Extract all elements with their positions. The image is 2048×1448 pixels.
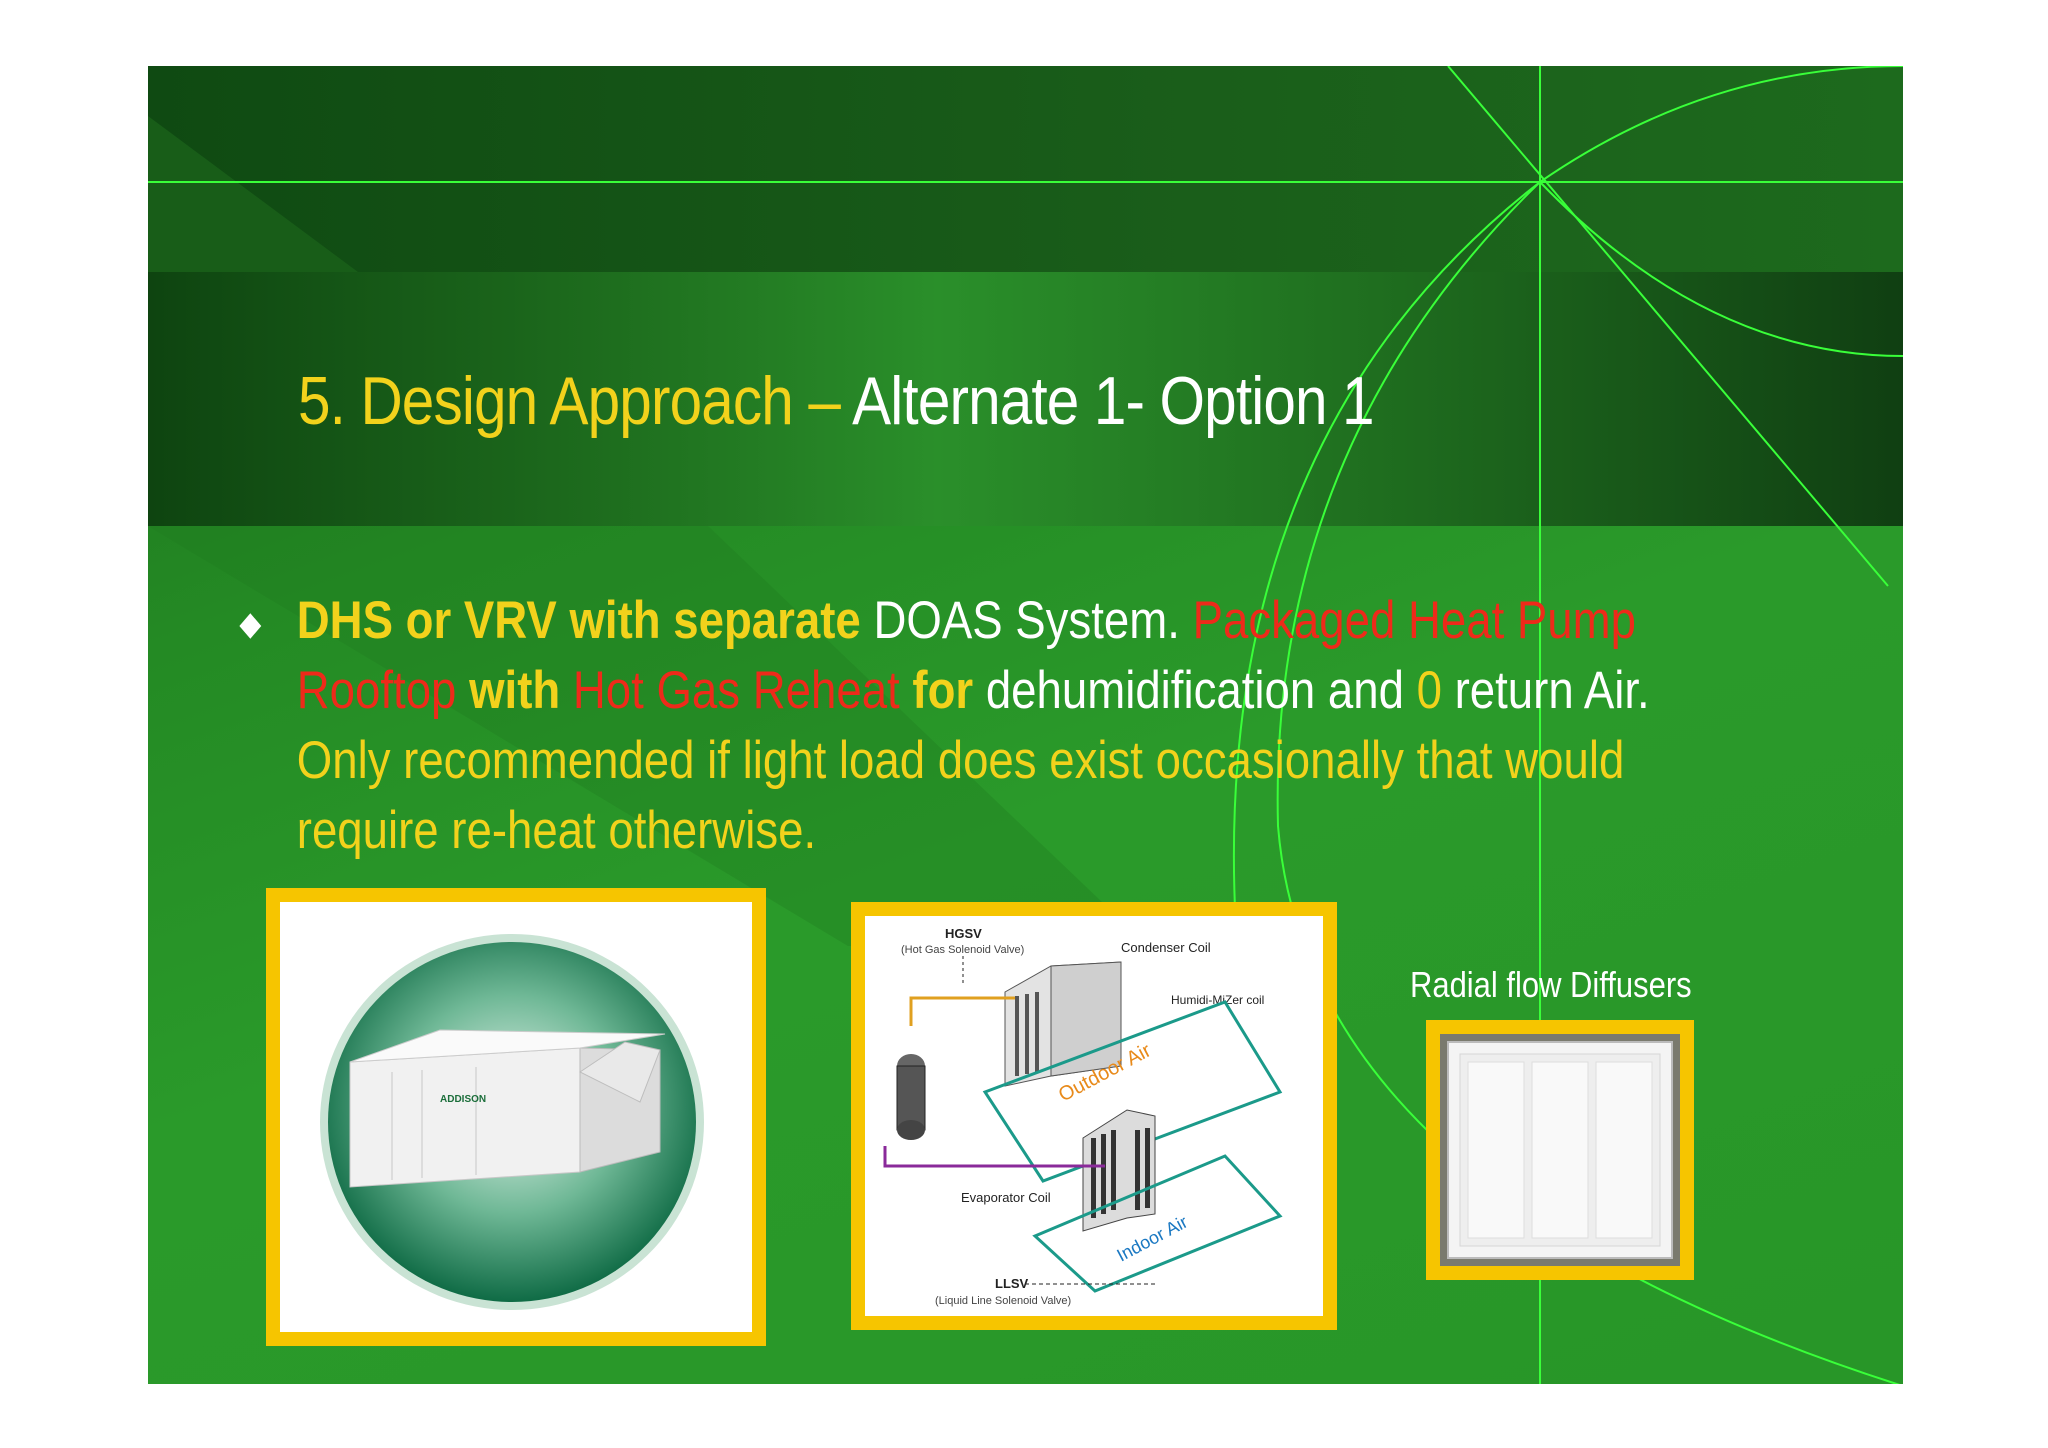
bullet-seg-2: DOAS System.	[873, 591, 1193, 650]
bullet-seg-9: return Air.	[1441, 661, 1650, 720]
rooftop-unit-illustration: ADDISON	[320, 934, 704, 1310]
llsv-label: LLSV	[995, 1276, 1029, 1291]
bullet-seg-7: dehumidification and	[985, 661, 1417, 720]
diffuser-caption: Radial flow Diffusers	[1410, 964, 1692, 1005]
bullet-seg-1: DHS or VRV with separate	[296, 591, 874, 650]
dark-diagonal-wedge	[148, 116, 1148, 946]
unit-brand-label: ADDISON	[440, 1094, 486, 1105]
bullet-text: DHS or VRV with separate DOAS System. Pa…	[297, 586, 1673, 866]
bullet-seg-8: 0	[1416, 661, 1442, 720]
title-section: 5. Design Approach –	[298, 363, 853, 439]
humidimizer-schematic: HGSV (Hot Gas Solenoid Valve) Condenser …	[883, 926, 1283, 1307]
bullet-seg-6: for	[899, 661, 986, 720]
bullet-seg-3: Packaged Heat Pump Rooftop	[296, 591, 1636, 720]
evaporator-coil-label: Evaporator Coil	[961, 1190, 1051, 1205]
hgsv-label: HGSV	[945, 926, 982, 941]
title-option: Alternate 1- Option 1	[852, 363, 1374, 439]
condenser-coil-label: Condenser Coil	[1121, 940, 1211, 955]
slide: 5. Design Approach – Alternate 1- Option…	[148, 66, 1903, 1384]
llsv-full-label: (Liquid Line Solenoid Valve)	[935, 1295, 1071, 1307]
diffuser-illustration	[1440, 1034, 1680, 1266]
rooftop-unit-image: ADDISON	[266, 888, 766, 1346]
diamond-bullet-icon	[239, 613, 262, 639]
bullet-seg-10: Only recommended if light load does exis…	[296, 731, 1625, 860]
humidimizer-coil-label: Humidi-MiZer coil	[1171, 993, 1264, 1007]
diffuser-image	[1426, 1020, 1694, 1280]
bullet-item: DHS or VRV with separate DOAS System. Pa…	[239, 586, 1650, 866]
page-title: 5. Design Approach – Alternate 1- Option…	[298, 362, 1375, 440]
bullet-seg-4: with	[456, 661, 573, 720]
bullet-seg-5: Hot Gas Reheat	[572, 661, 900, 720]
hgsv-full-label: (Hot Gas Solenoid Valve)	[901, 944, 1024, 956]
refrigerant-diagram: HGSV (Hot Gas Solenoid Valve) Condenser …	[851, 902, 1337, 1330]
